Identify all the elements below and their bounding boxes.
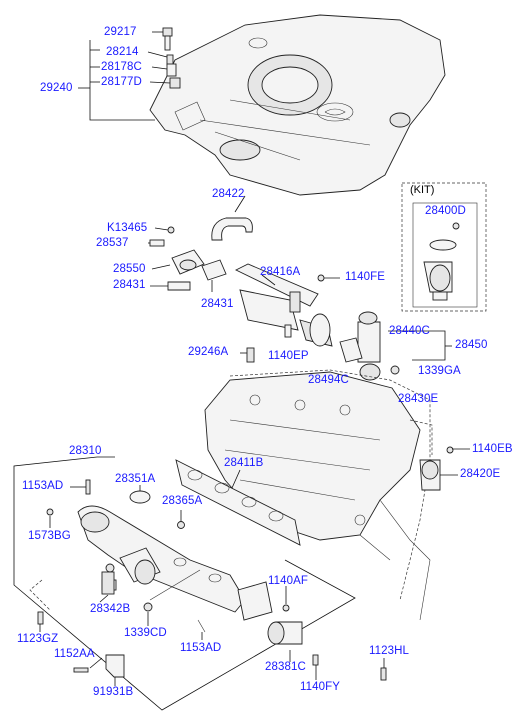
label-1140FE[interactable]: 1140FE xyxy=(345,271,386,283)
label-28430E[interactable]: 28430E xyxy=(398,393,439,405)
gasket-28351A xyxy=(129,485,151,504)
label-28411B[interactable]: 28411B xyxy=(224,457,264,469)
label-29217[interactable]: 29217 xyxy=(104,26,137,38)
nut-28365A xyxy=(177,510,185,529)
label-28365A[interactable]: 28365A xyxy=(162,495,203,507)
kit-box xyxy=(401,182,487,312)
egr-cooler-28416A xyxy=(234,263,340,347)
label-28342B[interactable]: 28342B xyxy=(90,603,131,615)
label-1153AD-top[interactable]: 1153AD xyxy=(22,480,64,492)
stud-1153AD-bottom xyxy=(197,619,206,640)
label-28310[interactable]: 28310 xyxy=(69,445,102,457)
label-1140FY[interactable]: 1140FY xyxy=(300,681,341,693)
manifold-group-28310 xyxy=(13,456,356,711)
label-28422[interactable]: 28422 xyxy=(212,188,245,200)
label-1123HL[interactable]: 1123HL xyxy=(369,645,410,657)
label-1152AA[interactable]: 1152AA xyxy=(54,648,95,660)
label-28381C[interactable]: 28381C xyxy=(265,661,306,673)
label-28351A[interactable]: 28351A xyxy=(115,473,156,485)
nut-1339CD xyxy=(143,602,153,626)
egr-flange-parts xyxy=(148,226,227,292)
label-28177D[interactable]: 28177D xyxy=(101,76,142,88)
label-K13465[interactable]: K13465 xyxy=(107,222,148,234)
label-28400D[interactable]: 28400D xyxy=(425,205,466,217)
kit-title: (KIT) xyxy=(410,184,435,196)
bolt-1123HL xyxy=(380,658,387,681)
label-28494C[interactable]: 28494C xyxy=(308,374,349,386)
bolt-1152AA xyxy=(73,657,103,673)
label-28420E[interactable]: 28420E xyxy=(460,468,501,480)
label-28440C[interactable]: 28440C xyxy=(389,325,430,337)
engine-cover xyxy=(149,14,446,196)
cylinder-head xyxy=(204,369,431,621)
bolt-1123GZ xyxy=(37,611,44,632)
label-28537[interactable]: 28537 xyxy=(96,237,129,249)
label-1140AF[interactable]: 1140AF xyxy=(268,575,309,587)
label-28431-left[interactable]: 28431 xyxy=(113,279,146,291)
label-1140EB[interactable]: 1140EB xyxy=(472,443,513,455)
exhaust-manifold xyxy=(77,505,246,613)
stud-1153AD-top xyxy=(70,479,91,495)
label-28431-right[interactable]: 28431 xyxy=(201,298,234,310)
egr-part-28420E xyxy=(409,419,470,491)
label-29240[interactable]: 29240 xyxy=(40,82,73,94)
stud-28342B xyxy=(99,571,115,603)
gasket-28411B xyxy=(175,459,301,546)
label-1573BG[interactable]: 1573BG xyxy=(28,530,71,542)
nut-1573BG xyxy=(46,508,54,528)
label-1123GZ[interactable]: 1123GZ xyxy=(17,633,59,645)
label-28550[interactable]: 28550 xyxy=(113,263,146,275)
label-28450[interactable]: 28450 xyxy=(455,339,488,351)
plug-29246A xyxy=(240,347,255,363)
label-28416A[interactable]: 28416A xyxy=(260,266,301,278)
label-1153AD-bottom[interactable]: 1153AD xyxy=(180,642,222,654)
label-1140EP[interactable]: 1140EP xyxy=(268,350,309,362)
bracket-91931B xyxy=(105,654,125,686)
label-1339CD[interactable]: 1339CD xyxy=(124,627,167,639)
turbo-parts-28381C xyxy=(237,581,319,680)
label-91931B[interactable]: 91931B xyxy=(93,686,134,698)
label-28214[interactable]: 28214 xyxy=(106,46,139,58)
cover-leaders xyxy=(78,31,171,121)
label-1339GA[interactable]: 1339GA xyxy=(418,365,461,377)
label-28178C[interactable]: 28178C xyxy=(101,61,142,73)
hose-28422 xyxy=(211,195,253,241)
label-29246A[interactable]: 29246A xyxy=(188,346,229,358)
